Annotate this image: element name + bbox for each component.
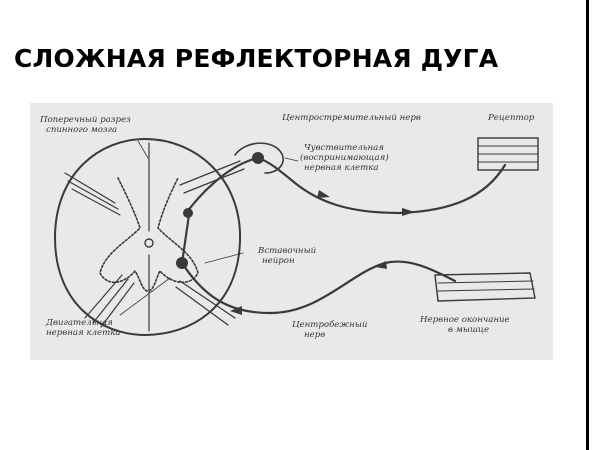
label-efferent-nerve: Центробежный нерв xyxy=(292,320,368,340)
sensory-neuron-body xyxy=(252,152,264,164)
grey-matter xyxy=(99,177,199,292)
reflex-arc-diagram: Поперечный разрез спинного мозга Центрос… xyxy=(30,103,553,360)
label-interneuron: Вставочный нейрон xyxy=(258,246,317,266)
reflex-arc-drawing xyxy=(53,137,539,337)
arrow-efferent-1 xyxy=(230,306,242,315)
muscle-fibres xyxy=(434,272,536,302)
label-afferent-nerve: Центростремительный нерв xyxy=(282,113,421,123)
central-canal xyxy=(144,238,154,248)
label-motor-cell: Двигательная нервная клетка xyxy=(46,318,121,338)
label-sensory-cell: Чувствительная (воспринимающая) нервная … xyxy=(300,143,389,173)
slide-border-line xyxy=(586,0,589,450)
motor-neuron-body xyxy=(176,257,188,269)
slide-title: СЛОЖНАЯ РЕФЛЕКТОРНАЯ ДУГА xyxy=(14,44,499,73)
arrow-efferent-2 xyxy=(375,261,387,269)
label-nerve-ending: Нервное окончание в мышце xyxy=(420,315,510,335)
afferent-nerve-path xyxy=(256,156,507,215)
arrow-afferent-2 xyxy=(317,190,330,198)
label-receptor: Рецептор xyxy=(488,113,535,123)
spinal-cord-outline xyxy=(53,137,242,337)
label-cross-section: Поперечный разрез спинного мозга xyxy=(40,115,131,135)
arrow-afferent-1 xyxy=(402,208,415,216)
interneuron-body xyxy=(183,208,193,218)
spinal-ganglion xyxy=(234,142,284,174)
efferent-nerve-path xyxy=(180,260,457,315)
